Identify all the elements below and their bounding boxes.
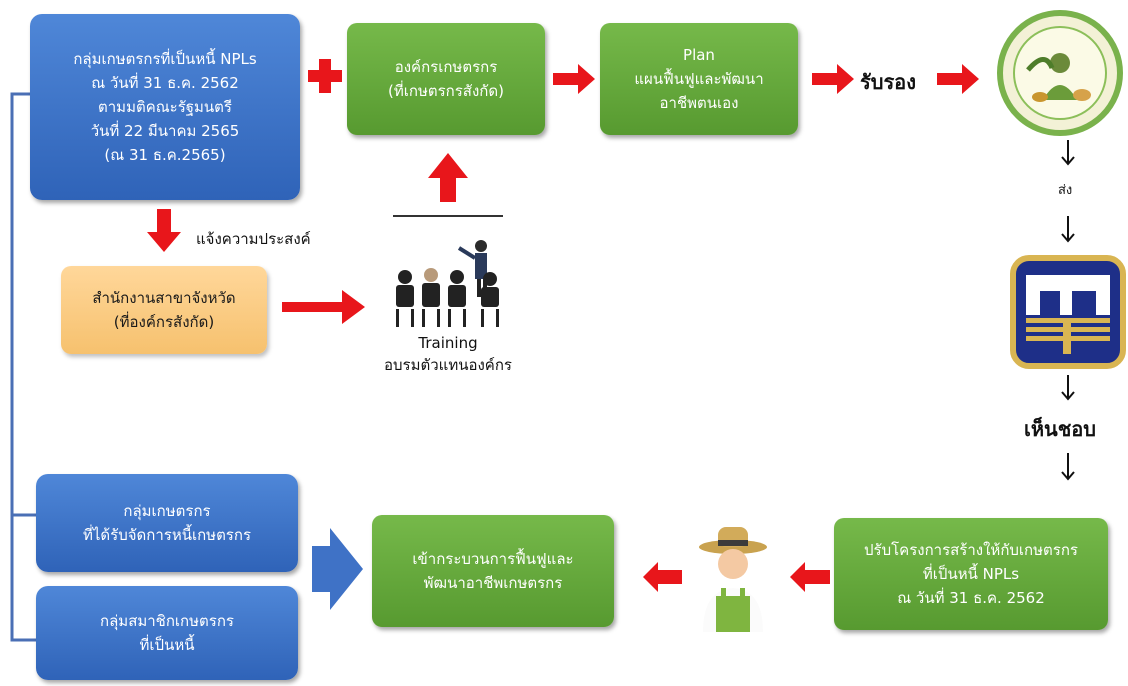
managed-group-box: กลุ่มเกษตรกร ที่ได้รับจัดการหนี้เกษตรกร (36, 474, 298, 572)
bank-logo-icon (1010, 255, 1126, 369)
certify-label: รับรอง (860, 70, 916, 94)
arrow-restructure-to-farmer (790, 562, 830, 592)
notify-intent-label: แจ้งความประสงค์ (196, 230, 311, 248)
arrow-certify-to-seal (937, 64, 979, 94)
arrow-bank-to-approve (1061, 375, 1075, 401)
plan-text: Plan แผนฟื้นฟูและพัฒนา อาชีพตนเอง (634, 46, 764, 112)
arrow-farmer-to-rehab (643, 562, 682, 592)
farmer-fund-seal-icon (997, 10, 1123, 136)
training-label: Training อบรมตัวแทนองค์กร (384, 334, 512, 374)
restructure-text: ปรับโครงการสร้างให้กับเกษตรกร ที่เป็นหนี… (864, 541, 1078, 607)
member-group-box: กลุ่มสมาชิกเกษตรกร ที่เป็นหนี้ (36, 586, 298, 680)
farmer-org-text: องค์กรเกษตรกร (ที่เกษตรกรสังกัด) (388, 58, 504, 100)
restructure-box: ปรับโครงการสร้างให้กับเกษตรกร ที่เป็นหนี… (834, 518, 1108, 630)
arrow-plan-to-certify (812, 64, 854, 94)
send-label: ส่ง (1058, 183, 1073, 198)
arrow-groups-to-rehab (312, 528, 363, 610)
rehab-process-box: เข้ากระบวนการฟื้นฟูและ พัฒนาอาชีพเกษตรกร (372, 515, 614, 627)
arrow-approve-to-restructure (1061, 453, 1075, 481)
arrow-npl-to-office (147, 209, 181, 252)
arrow-training-to-org (428, 153, 468, 202)
arrow-office-to-training (282, 290, 365, 324)
arrow-seal-to-send (1061, 140, 1075, 166)
training-audience-icon (396, 240, 499, 327)
province-office-text: สำนักงานสาขาจังหวัด (ที่องค์กรสังกัด) (92, 289, 236, 331)
npl-group-text: กลุ่มเกษตรกรที่เป็นหนี้ NPLs ณ วันที่ 31… (73, 50, 257, 164)
member-group-text: กลุ่มสมาชิกเกษตรกร ที่เป็นหนี้ (100, 612, 234, 654)
province-office-box: สำนักงานสาขาจังหวัด (ที่องค์กรสังกัด) (61, 266, 267, 354)
plus-icon (308, 59, 342, 93)
rehab-process-text: เข้ากระบวนการฟื้นฟูและ พัฒนาอาชีพเกษตรกร (412, 550, 574, 592)
farmer-org-box: องค์กรเกษตรกร (ที่เกษตรกรสังกัด) (347, 23, 545, 135)
approve-label: เห็นชอบ (1024, 417, 1096, 441)
npl-group-box: กลุ่มเกษตรกรที่เป็นหนี้ NPLs ณ วันที่ 31… (30, 14, 300, 200)
farmer-icon (699, 527, 767, 632)
plan-box: Plan แผนฟื้นฟูและพัฒนา อาชีพตนเอง (600, 23, 798, 135)
managed-group-text: กลุ่มเกษตรกร ที่ได้รับจัดการหนี้เกษตรกร (82, 502, 252, 544)
left-bracket-line (10, 92, 36, 642)
arrow-send-to-bank (1061, 216, 1075, 243)
arrow-org-to-plan (553, 64, 595, 94)
